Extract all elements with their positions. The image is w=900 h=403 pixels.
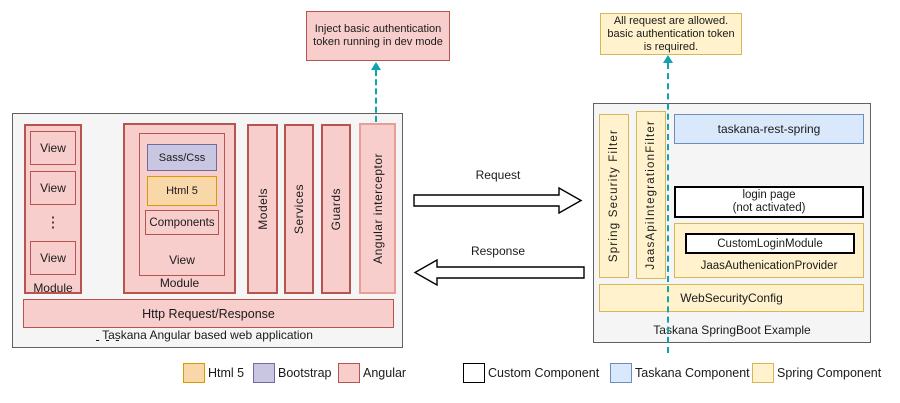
response-label: Response [470,244,526,258]
note-all-requests-text: All request are allowed. basic authentic… [607,14,735,53]
models-label: Models [255,188,270,230]
module-2-view: Sass/Css Html 5 Components View [139,133,225,276]
spring-security-filter-label: Spring Security Filter [608,129,620,263]
vertical-ellipsis: ⋮ [45,214,61,231]
guards-label: Guards [329,187,343,231]
view-box-3-label: View [40,251,66,265]
login-page-label: login page [742,189,796,201]
legend-swatch-custom-component [463,363,485,383]
view-box-2: View [30,171,76,205]
angular-module-1: View View ⋮ View Module [24,124,82,295]
html5-label: Html 5 [166,185,198,197]
note-inject-token-text: Inject basic authentication token runnin… [313,23,443,48]
legend-item-spring-component: Spring Component [752,363,881,383]
custom-login-module-label: CustomLoginModule [717,237,823,250]
web-security-config-label: WebSecurityConfig [680,291,783,305]
angular-app-container: View View ⋮ View Module - - - Sass/Css H… [12,113,403,348]
view-box-1-label: View [40,141,66,155]
legend-label-taskana-component: Taskana Component [635,366,750,380]
legend-label-html5: Html 5 [208,366,245,380]
module-2-label: Module [159,276,200,290]
request-arrow-icon [413,187,583,214]
dashed-arrowhead-right-icon [663,55,673,63]
login-page-box: login page (not activated) [674,186,864,218]
sass-css-box: Sass/Css [147,144,217,171]
jaas-api-integration-filter-label: JaasApiIntegrationFilter [645,120,657,270]
angular-app-title: Taskana Angular based web application [102,328,313,342]
springboot-container: Spring Security Filter JaasApiIntegratio… [593,103,871,343]
angular-module-2: Sass/Css Html 5 Components View Module [123,123,236,294]
legend-swatch-spring-component [752,363,774,383]
legend-item-bootstrap: Bootstrap [253,363,332,383]
jaas-api-integration-filter-column: JaasApiIntegrationFilter [636,111,666,279]
components-box: Components [145,210,219,235]
legend-swatch-html5 [183,363,205,383]
note-all-requests: All request are allowed. basic authentic… [600,13,742,55]
sass-css-label: Sass/Css [158,151,206,164]
web-security-config-box: WebSecurityConfig [599,284,864,312]
models-column: Models [247,124,278,294]
legend-swatch-bootstrap [253,363,275,383]
note-inject-token: Inject basic authentication token runnin… [306,11,450,61]
legend-swatch-taskana-component [610,363,632,383]
legend-label-angular: Angular [363,366,407,380]
view-box-1: View [30,131,76,165]
services-column: Services [284,124,314,294]
http-request-response-bar: Http Request/Response [23,299,394,328]
dashed-connector-left [375,70,377,122]
angular-interceptor-column: Angular interceptor [359,123,396,294]
dashed-arrowhead-left-icon [371,62,381,70]
module-1-label: Module [33,281,73,295]
taskana-rest-spring-box: taskana-rest-spring [674,114,864,144]
legend-label-custom-component: Custom Component [488,366,600,380]
components-label: Components [149,216,215,229]
legend-item-taskana-component: Taskana Component [610,363,750,383]
legend-swatch-angular [338,363,360,383]
module-2-view-label: View [169,253,195,267]
login-page-sublabel: (not activated) [732,202,806,214]
http-request-response-label: Http Request/Response [142,306,275,321]
jaas-authentication-provider-label: JaasAuthenicationProvider [700,260,838,272]
legend-item-custom-component: Custom Component [463,363,599,383]
springboot-title: Taskana SpringBoot Example [653,323,811,337]
taskana-rest-spring-label: taskana-rest-spring [717,122,821,136]
custom-login-module-box: CustomLoginModule [685,233,855,254]
angular-interceptor-label: Angular interceptor [370,153,385,264]
more-modules-dots: - - - [95,332,121,347]
dashed-connector-right [667,63,669,353]
jaas-authentication-provider-box: CustomLoginModule JaasAuthenicationProvi… [674,223,864,278]
guards-column: Guards [321,124,351,294]
legend-item-angular: Angular [338,363,406,383]
spring-security-filter-column: Spring Security Filter [599,114,629,278]
legend-item-html5: Html 5 [183,363,244,383]
legend-label-bootstrap: Bootstrap [278,366,332,380]
response-arrow-icon [413,259,585,286]
html5-box: Html 5 [147,176,217,206]
view-box-3: View [30,241,76,275]
view-box-2-label: View [40,181,66,195]
request-label: Request [475,168,521,182]
legend-label-spring-component: Spring Component [777,366,882,380]
services-label: Services [292,183,306,234]
